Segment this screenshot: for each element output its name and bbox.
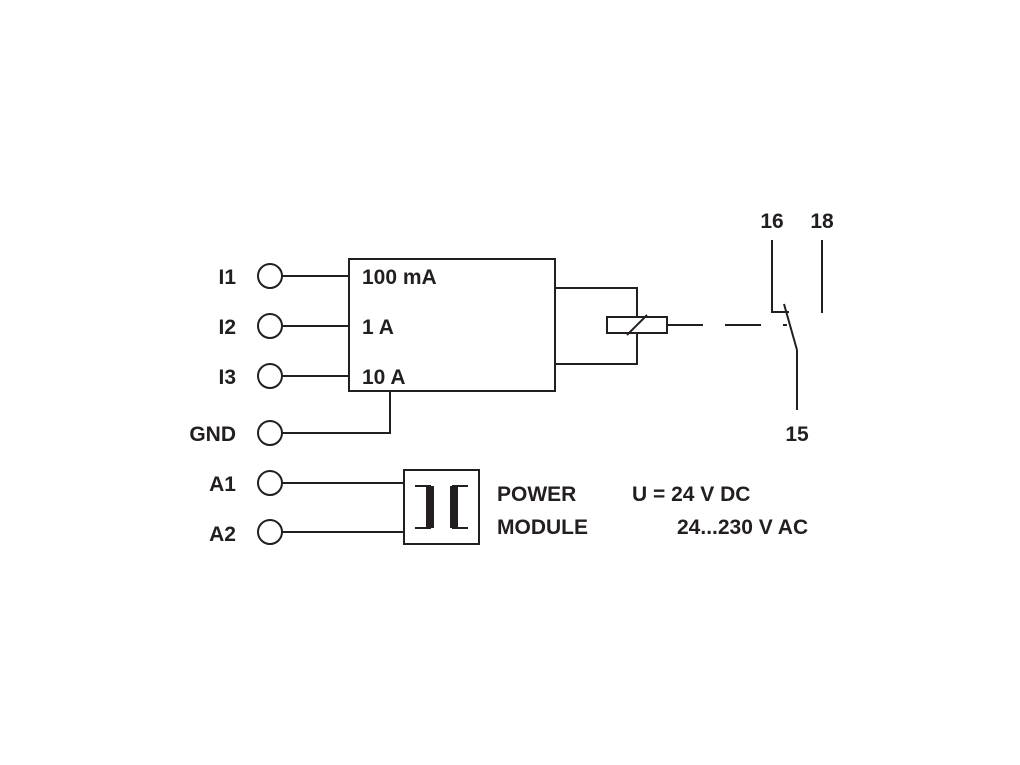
range-10a-label: 10 A xyxy=(362,366,406,389)
coil-wire-top xyxy=(555,287,638,317)
terminal-i3-label: I3 xyxy=(218,366,236,389)
power-module: POWER MODULE U = 24 V DC 24...230 V AC xyxy=(403,469,808,545)
range-1a-label: 1 A xyxy=(362,316,394,339)
range-100ma-label: 100 mA xyxy=(362,266,437,289)
coil-wire-bottom xyxy=(555,333,638,365)
coil-slash xyxy=(626,314,648,336)
terminal-i2-circle xyxy=(257,313,283,339)
contact-18-label: 18 xyxy=(810,210,834,233)
terminal-a2-label: A2 xyxy=(209,523,236,546)
contact-16-label: 16 xyxy=(760,210,783,233)
measuring-block: 100 mA 1 A 10 A xyxy=(348,258,556,392)
power-module-frame xyxy=(403,469,480,545)
measuring-block-frame xyxy=(348,258,556,392)
relay-contact: 16 18 15 xyxy=(760,210,834,446)
terminal-i2-label: I2 xyxy=(218,316,236,339)
terminal-a2-circle xyxy=(257,519,283,545)
terminal-i3-circle xyxy=(257,363,283,389)
supply-voltage-dc: U = 24 V DC xyxy=(632,483,750,506)
terminal-i3: I3 xyxy=(218,363,283,389)
terminal-i1: I1 xyxy=(218,263,283,289)
terminal-a1: A1 xyxy=(209,470,283,496)
wire-gnd xyxy=(282,391,391,434)
terminal-a1-label: A1 xyxy=(209,473,236,496)
transformer-icon xyxy=(415,485,468,529)
terminal-a2: A2 xyxy=(209,519,283,546)
power-module-line-1: POWER xyxy=(497,483,576,506)
terminal-i1-circle xyxy=(257,263,283,289)
contact-blade xyxy=(783,303,798,351)
terminal-gnd: GND xyxy=(189,420,283,446)
supply-voltage-ac: 24...230 V AC xyxy=(677,516,808,539)
terminal-a1-circle xyxy=(257,470,283,496)
terminal-i2: I2 xyxy=(218,313,283,339)
relay-coil xyxy=(555,287,668,365)
contact-15-label: 15 xyxy=(785,423,809,446)
terminal-gnd-circle xyxy=(257,420,283,446)
terminal-gnd-label: GND xyxy=(189,423,236,446)
contact-16-wire xyxy=(771,240,789,313)
terminal-i1-label: I1 xyxy=(218,266,236,289)
power-module-line-2: MODULE xyxy=(497,516,588,539)
